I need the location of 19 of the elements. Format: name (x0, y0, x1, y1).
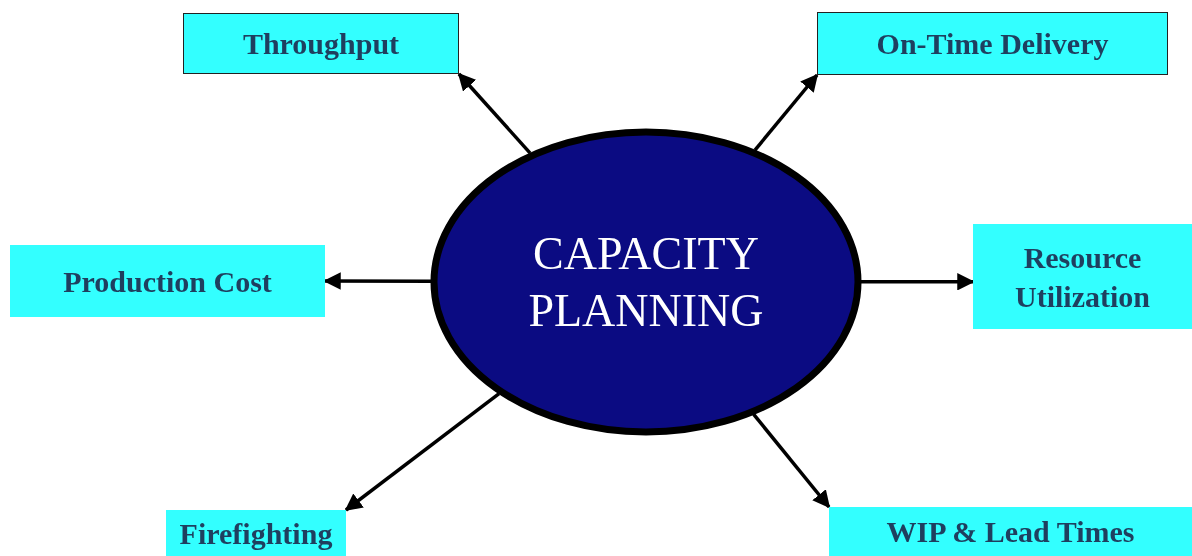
node-label: Throughput (242, 27, 400, 60)
process-box (973, 224, 1192, 329)
process-box (829, 507, 1192, 556)
node-label: On-Time Delivery (876, 27, 1109, 60)
arrow (752, 413, 831, 509)
arrow (861, 273, 975, 291)
process-box (166, 510, 346, 556)
ellipse-node (430, 128, 862, 436)
node-label: CAPACITY PLANNING (527, 226, 765, 338)
node-label: WIP & Lead Times (886, 515, 1135, 548)
process-box (183, 13, 459, 74)
arrow (344, 392, 501, 512)
node-label: Resource Utilization (1014, 239, 1151, 315)
node-label: Production Cost (63, 264, 272, 298)
arrow (753, 73, 819, 152)
arrow (457, 72, 532, 155)
process-box (817, 12, 1168, 75)
process-box (10, 245, 325, 317)
node-label: Firefighting (179, 516, 333, 550)
